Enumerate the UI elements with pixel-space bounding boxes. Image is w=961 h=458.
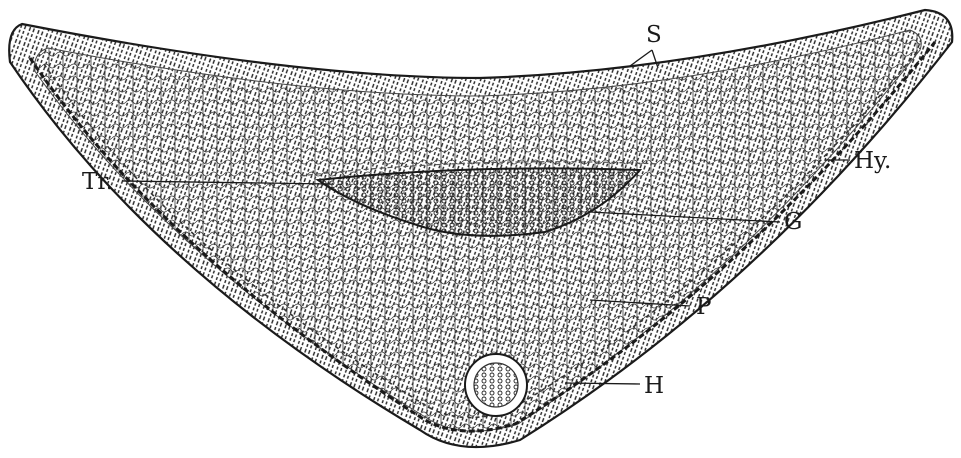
label-hy: Hy. — [854, 148, 891, 174]
label-g: G — [784, 209, 802, 235]
label-s: S — [646, 22, 662, 48]
label-h: H — [644, 373, 664, 399]
resin-canal-epithelium — [474, 363, 518, 407]
label-tr: Tr. — [82, 169, 113, 195]
label-p: P — [696, 294, 711, 320]
